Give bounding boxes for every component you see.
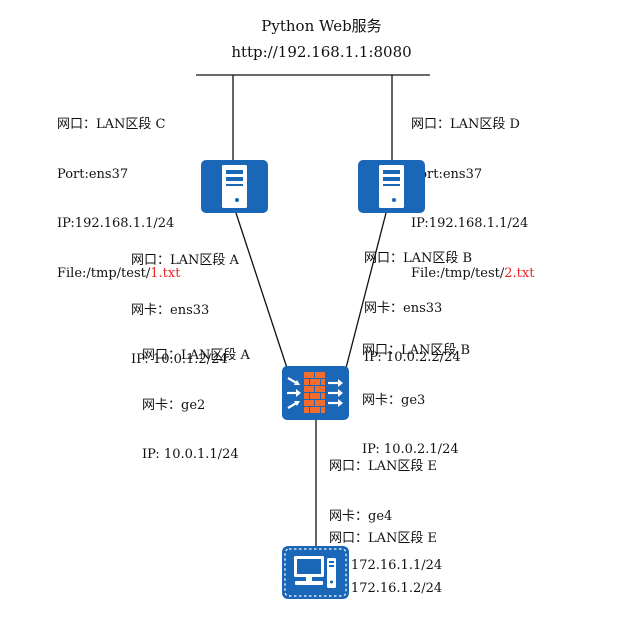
client-node[interactable] [282,546,349,603]
firewall-bottom-port: 网口：LAN区段 E [329,459,438,474]
firewall-icon [282,366,349,420]
server-right-uplink-ip: IP: 10.0.2.2/24 [364,350,461,365]
server-icon [201,160,268,213]
firewall-bottom-nic: 网卡：ge4 [329,508,393,524]
server-d-file-prefix: File:/tmp/test/ [411,265,505,281]
firewall-left-label: 网口：LAN区段 A 网卡：ge2 IP: 10.0.1.1/24 [142,315,250,480]
server-c-nic: Port:ens37 [57,166,129,182]
server-right-uplink-nic: 网卡：ens33 [364,300,443,316]
server-left-uplink-ip: IP: 10.0.1.2/24 [131,352,228,367]
service-title: Python Web服务 [261,17,382,35]
server-c-ip: IP:192.168.1.1/24 [57,216,175,231]
firewall-left-port: 网口：LAN区段 A [142,348,250,363]
server-left-uplink-port: 网口：LAN区段 A [131,253,239,268]
server-c-label: 网口：LAN区段 C Port:ens37 IP:192.168.1.1/24 … [57,84,180,299]
server-right-uplink-label: 网口：LAN区段 B 网卡：ens33 IP: 10.0.2.2/24 [364,218,472,383]
firewall-right-label: 网口：LAN区段 B 网卡：ge3 IP: 10.0.2.1/24 [362,310,470,475]
link-server-c-to-firewall [235,212,288,369]
server-c-file: File:/tmp/test/1.txt [57,266,180,283]
server-c-file-prefix: File:/tmp/test/ [57,265,151,281]
server-d-nic: Port:ens37 [411,166,483,182]
firewall-right-port: 网口：LAN区段 B [362,343,471,358]
server-d-label: 网口：LAN区段 D Port:ens37 IP:192.168.1.1/24 … [411,84,534,299]
server-d-node[interactable] [358,160,425,217]
server-right-uplink-port: 网口：LAN区段 B [364,251,473,266]
server-c-port: 网口：LAN区段 C [57,117,166,132]
service-url: http://192.168.1.1:8080 [231,43,412,61]
firewall-right-nic: 网卡：ge3 [362,392,426,408]
client-port: 网口：LAN区段 E [329,531,438,546]
server-c-node[interactable] [201,160,268,217]
server-d-file: File:/tmp/test/2.txt [411,266,534,283]
firewall-right-ip: IP: 10.0.2.1/24 [362,442,459,457]
server-left-uplink-nic: 网卡：ens33 [131,302,210,318]
firewall-left-ip: IP: 10.0.1.1/24 [142,447,239,462]
firewall-left-nic: 网卡：ge2 [142,397,206,413]
server-c-file-name: 1.txt [150,265,181,281]
firewall-bottom-label: 网口：LAN区段 E 网卡：ge4 IP: 172.16.1.1/24 [329,426,442,591]
server-left-uplink-label: 网口：LAN区段 A 网卡：ens33 IP: 10.0.1.2/24 [131,220,239,385]
server-d-file-name: 2.txt [504,265,535,281]
server-icon [358,160,425,213]
server-d-ip: IP:192.168.1.1/24 [411,216,529,231]
firewall-node[interactable] [282,366,349,424]
server-d-port: 网口：LAN区段 D [411,117,520,132]
computer-icon [282,546,349,599]
link-server-d-to-firewall [345,212,387,369]
